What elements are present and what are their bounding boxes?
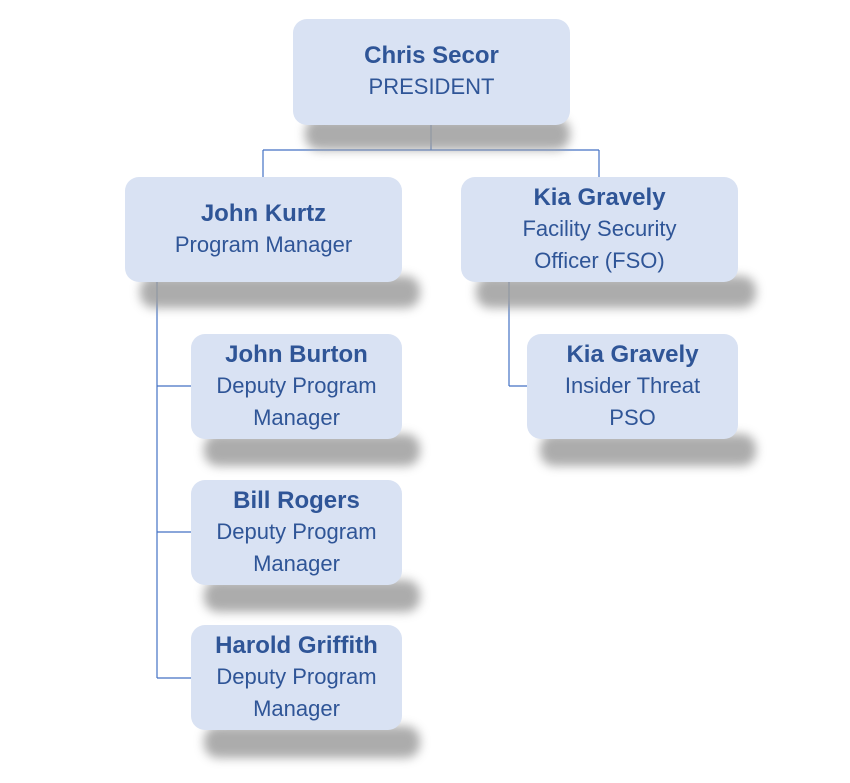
deputy-1-name: John Burton [225,340,368,368]
program-manager-name: John Kurtz [200,199,327,227]
insider-threat-box: Kia Gravely Insider Threat PSO [527,334,738,439]
program-manager-title: Program Manager [174,231,353,257]
president-name: Chris Secor [364,42,499,69]
president-title: PRESIDENT [368,74,495,99]
insider-threat-title: Insider Threat PSO [564,372,701,430]
deputy-3-title: Deputy Program Manager [216,663,377,721]
deputy-3-shadow [204,726,420,758]
deputy-2-title: Deputy Program Manager [216,518,377,576]
fso-box: Kia Gravely Facility Security Officer (F… [461,177,738,282]
deputy-3-box: Harold Griffith Deputy Program Manager [191,625,402,730]
fso-name: Kia Gravely [533,183,666,211]
deputy-2-name: Bill Rogers [233,486,360,514]
deputy-3-name: Harold Griffith [215,631,378,659]
president-box: Chris Secor PRESIDENT [293,19,570,125]
program-manager-box: John Kurtz Program Manager [125,177,402,282]
insider-threat-shadow [540,434,756,466]
deputy-1-box: John Burton Deputy Program Manager [191,334,402,439]
deputy-1-shadow [204,434,420,466]
deputy-2-box: Bill Rogers Deputy Program Manager [191,480,402,585]
deputy-1-title: Deputy Program Manager [216,372,377,430]
insider-threat-name: Kia Gravely [566,340,699,368]
fso-title: Facility Security Officer (FSO) [522,215,677,273]
deputy-2-shadow [204,580,420,612]
